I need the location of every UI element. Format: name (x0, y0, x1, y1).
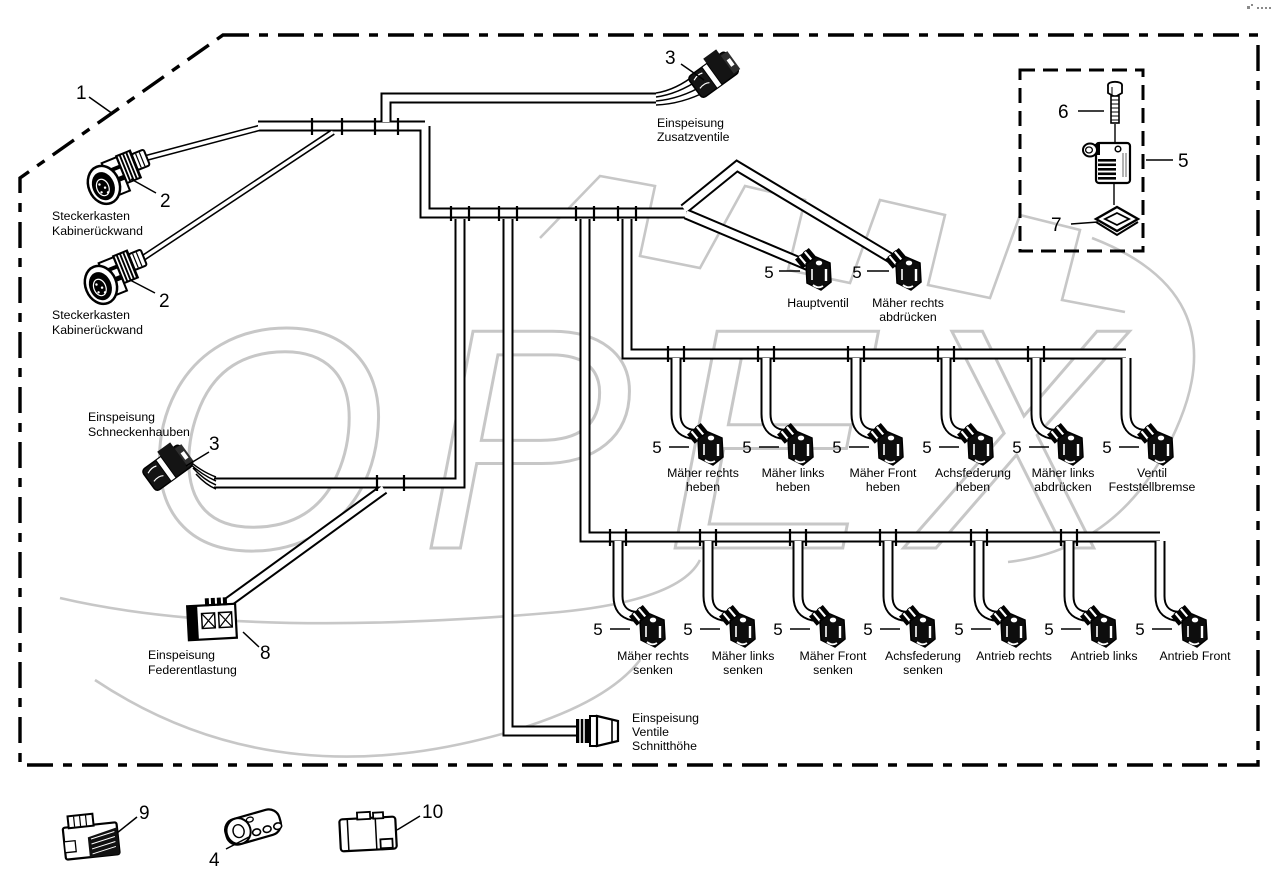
callout-4: 4 (209, 850, 220, 871)
label-federentlastung-line1: Einspeisung (148, 648, 215, 662)
callout-5-u6: 5 (1102, 438, 1111, 457)
label-lower-6-line1: Antrieb links (1071, 649, 1138, 663)
callout-5-hauptventil: 5 (764, 263, 773, 282)
callout-5-u3: 5 (832, 438, 841, 457)
callout-5-l3: 5 (773, 620, 782, 639)
label-lower-7-line1: Antrieb Front (1159, 649, 1231, 663)
label-upper-3-line2: heben (866, 480, 900, 494)
watermark-graphic (539, 174, 1126, 314)
callout-5-u1: 5 (652, 438, 661, 457)
label-lower-4-line2: senken (903, 663, 943, 677)
label-lower-1-line2: senken (633, 663, 673, 677)
bolt-part6 (1107, 80, 1123, 124)
corner-artifact (1247, 4, 1271, 9)
watermark-graphic (59, 559, 702, 625)
label-schneckenhauben-line1: Einspeisung (88, 410, 155, 424)
label-schnitthoehe-line2: Ventile (632, 725, 669, 739)
label-lower-3-line1: Mäher Front (800, 649, 868, 663)
callout-5-box: 5 (1178, 151, 1189, 172)
fan-wires (185, 73, 708, 490)
callout-5-l4: 5 (863, 620, 872, 639)
label-upper-2-line1: Mäher links (762, 466, 825, 480)
label-abdruecken-line1: Mäher rechts (872, 296, 944, 310)
label-upper-4-line1: Achsfederung (935, 466, 1011, 480)
callout-5-abdruecken: 5 (852, 263, 861, 282)
label-upper-2-line2: heben (776, 480, 810, 494)
label-lower-3-line2: senken (813, 663, 853, 677)
callout-5-l7: 5 (1135, 620, 1144, 639)
callout-2b: 2 (159, 291, 170, 312)
round-connector-cab-1 (79, 143, 159, 211)
label-schnitthoehe-line1: Einspeisung (632, 711, 699, 725)
watermark-graphic (94, 659, 642, 758)
label-upper-6-line2: Feststellbremse (1109, 480, 1196, 494)
callout-10: 10 (422, 802, 443, 823)
label-schnitthoehe-line3: Schnitthöhe (632, 739, 697, 753)
callouts: 1 2 2 3 3 6 5 7 5 5 8 9 4 10 5 5 5 (76, 48, 1189, 871)
label-steckerkasten-2-line1: Steckerkasten (52, 308, 130, 322)
label-steckerkasten-2-line2: Kabinerückwand (52, 323, 143, 337)
label-steckerkasten-1-line2: Kabinerückwand (52, 224, 143, 238)
callout-3a: 3 (665, 48, 676, 69)
labels: Steckerkasten Kabinerückwand Steckerkast… (52, 116, 1231, 753)
label-lower-2-line1: Mäher links (712, 649, 775, 663)
label-lower-4-line1: Achsfederung (885, 649, 961, 663)
label-upper-4-line2: heben (956, 480, 990, 494)
label-upper-5-line2: abdrücken (1034, 480, 1092, 494)
label-schneckenhauben-line2: Schneckenhauben (88, 425, 190, 439)
callout-5-u4: 5 (922, 438, 931, 457)
label-upper-1-line1: Mäher rechts (667, 466, 739, 480)
seal-part7 (1094, 205, 1140, 237)
label-zusatzventile-line2: Zusatzventile (657, 130, 730, 144)
label-upper-6-line1: Ventil (1137, 466, 1167, 480)
callout-5-l2: 5 (683, 620, 692, 639)
label-hauptventil: Hauptventil (787, 296, 849, 310)
label-upper-5-line1: Mäher links (1032, 466, 1095, 480)
loose-connector-part10 (337, 809, 398, 853)
callout-1: 1 (76, 83, 87, 104)
loose-connector-part4 (221, 805, 285, 849)
label-lower-2-line2: senken (723, 663, 763, 677)
callout-6: 6 (1058, 102, 1069, 123)
callout-7: 7 (1051, 215, 1062, 236)
callout-5-u5: 5 (1012, 438, 1021, 457)
harness-boundary-outline (18, 33, 1260, 767)
label-upper-1-line2: heben (686, 480, 720, 494)
kit-assembly-axis (1113, 124, 1116, 205)
callout-5-l1: 5 (593, 620, 602, 639)
callout-9: 9 (139, 803, 150, 824)
callout-5-u2: 5 (742, 438, 751, 457)
junction-ticks (310, 118, 1079, 546)
loose-connector-part9 (60, 810, 121, 861)
label-zusatzventile-line1: Einspeisung (657, 116, 724, 130)
label-lower-5-line1: Antrieb rechts (976, 649, 1052, 663)
solenoid-part5 (1081, 141, 1132, 185)
callout-8: 8 (260, 643, 271, 664)
feed-connector-schnitthoehe (574, 714, 620, 748)
callout-3b: 3 (209, 434, 220, 455)
label-lower-1-line1: Mäher rechts (617, 649, 689, 663)
callout-5-l6: 5 (1044, 620, 1053, 639)
callout-5-l5: 5 (954, 620, 963, 639)
label-steckerkasten-1-line1: Steckerkasten (52, 209, 130, 223)
watermark-text: OPEX (142, 263, 1153, 615)
label-federentlastung-line2: Federentlastung (148, 663, 237, 677)
callout-2a: 2 (160, 191, 171, 212)
label-abdruecken-line2: abdrücken (879, 310, 937, 324)
label-upper-3-line1: Mäher Front (850, 466, 918, 480)
valve-kit-box (1018, 68, 1145, 253)
